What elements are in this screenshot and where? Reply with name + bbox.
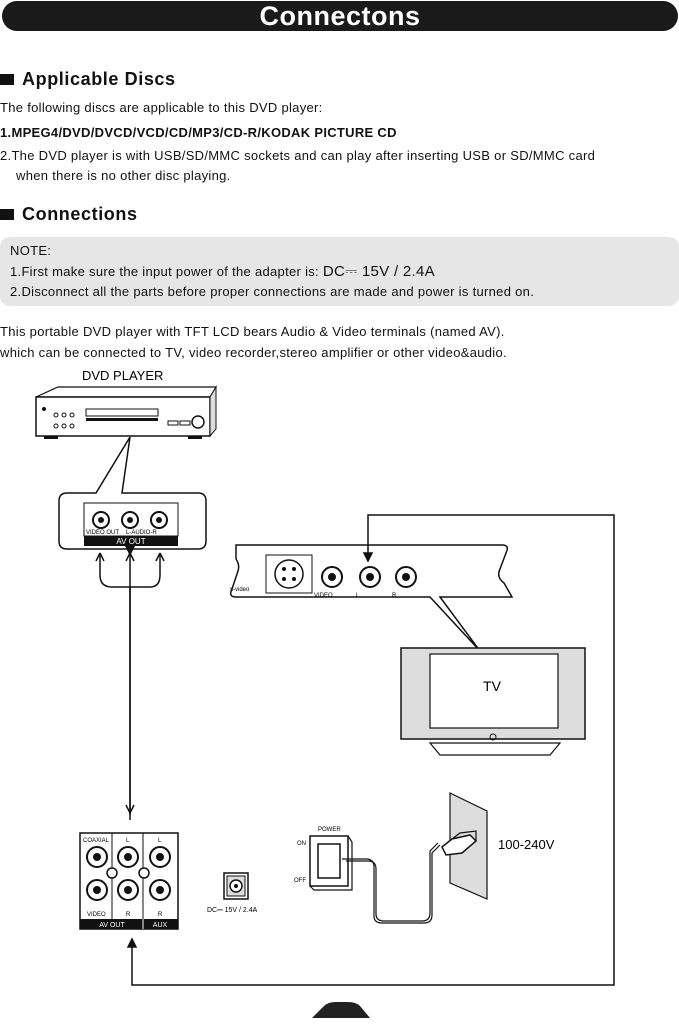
tv-svideo-label: s-video	[230, 587, 250, 593]
dc-spec: DC⎓ 15V / 2.4A	[322, 263, 435, 280]
dvd-av-callout: VIDEO OUT L-AUDIO-R AV OUT	[58, 436, 207, 550]
tv-unit: TV	[400, 647, 586, 756]
connections-heading: Connections	[0, 204, 138, 224]
note-item-1: 1.First make sure the input power of the…	[10, 263, 435, 280]
page-title: Connectons	[2, 1, 678, 31]
tv-video-label: VIDEO	[314, 593, 333, 599]
panel-l2-label: L	[158, 838, 162, 844]
bullet-square-icon	[0, 73, 14, 85]
panel-av-out-label: AV OUT	[99, 922, 125, 929]
applicable-discs-heading-text: Applicable Discs	[22, 68, 176, 89]
applicable-item-1: 1.MPEG4/DVD/DVCD/VCD/CD/MP3/CD-R/KODAK P…	[0, 125, 397, 140]
applicable-discs-heading: Applicable Discs	[0, 69, 176, 89]
tv-label: TV	[483, 678, 502, 694]
panel-video-label: VIDEO	[87, 912, 106, 918]
panel-r1-label: R	[126, 912, 131, 918]
dvd-av-out-label: AV OUT	[116, 537, 145, 546]
dvd-l-audio-r-label: L-AUDIO-R	[126, 530, 157, 536]
power-off-label: OFF	[294, 878, 306, 884]
tv-l-label: L	[356, 593, 360, 599]
tv-r-label: R	[392, 593, 397, 599]
body-text-1: This portable DVD player with TFT LCD be…	[0, 324, 505, 339]
dvd-player-unit	[35, 385, 218, 439]
mains-voltage-label: 100-240V	[498, 837, 555, 852]
applicable-item-2-cont: when there is no other disc playing.	[16, 168, 231, 183]
dc-jack-label: DC⎓ 15V / 2.4A	[207, 907, 258, 914]
rear-av-panel: COAXIAL L L VIDEO R R AV OUT AUX	[79, 832, 179, 930]
power-label: POWER	[318, 827, 341, 833]
note-label: NOTE:	[10, 243, 52, 258]
wall-outlet: 100-240V	[441, 792, 555, 900]
tv-input-callout: s-video VIDEO L R	[229, 544, 514, 652]
note-item-2: 2.Disconnect all the parts before proper…	[10, 284, 535, 299]
connections-heading-text: Connections	[22, 203, 138, 224]
power-cable	[342, 842, 441, 924]
panel-r2-label: R	[158, 912, 163, 918]
power-switch: POWER ON OFF	[294, 827, 353, 891]
bullet-square-icon	[0, 208, 14, 220]
panel-l1-label: L	[126, 838, 130, 844]
body-text-2: which can be connected to TV, video reco…	[0, 345, 507, 360]
dvd-player-label: DVD PLAYER	[82, 368, 163, 383]
dc-jack: DC⎓ 15V / 2.4A	[207, 872, 258, 914]
note-item-1-text: 1.First make sure the input power of the…	[10, 264, 319, 279]
tv-cable	[126, 514, 615, 986]
connection-diagram: DVD PLAYER VIDEO OUT L-AUDIO-R AV OUT	[35, 368, 615, 1018]
panel-aux-label: AUX	[153, 922, 168, 929]
note-box: NOTE: 1.First make sure the input power …	[0, 237, 679, 306]
power-on-label: ON	[297, 841, 306, 847]
panel-coaxial-label: COAXIAL	[83, 838, 110, 844]
dvd-video-out-label: VIDEO OUT	[86, 530, 119, 536]
page-tab-decoration	[312, 1002, 370, 1018]
applicable-intro: The following discs are applicable to th…	[0, 100, 323, 115]
applicable-item-2: 2.The DVD player is with USB/SD/MMC sock…	[0, 148, 596, 163]
